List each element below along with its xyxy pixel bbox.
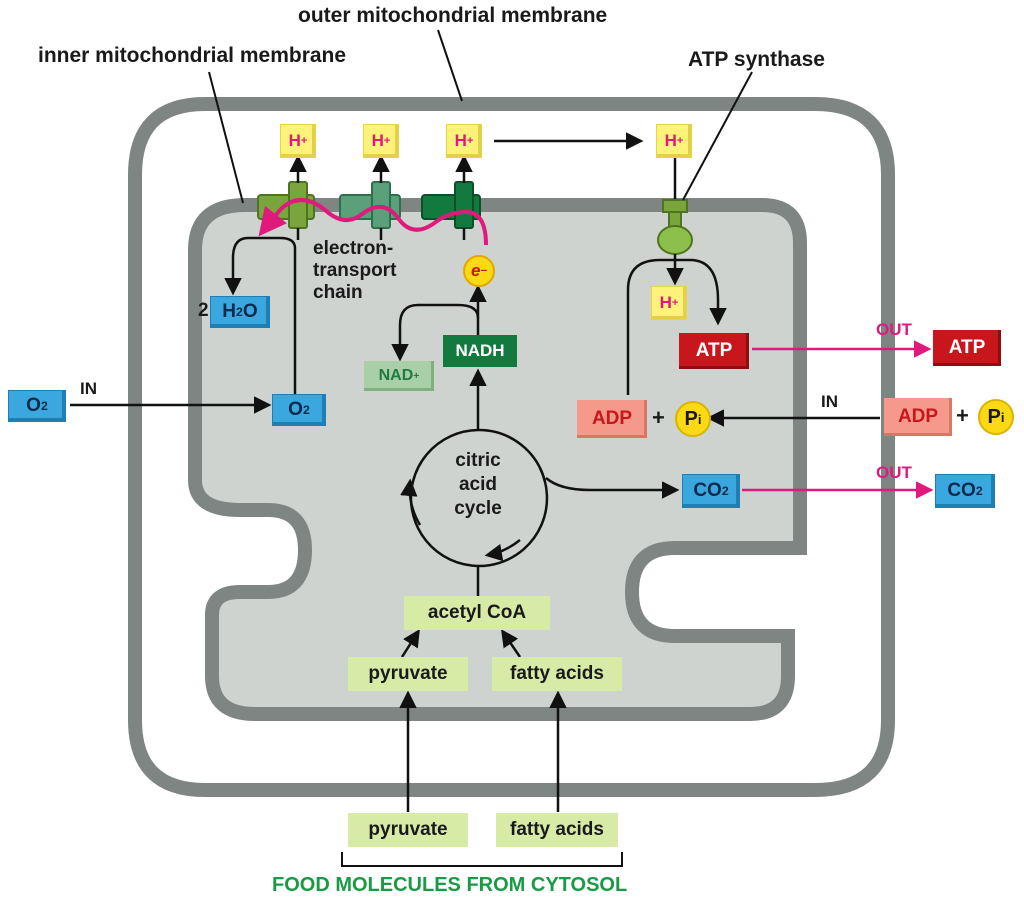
water-h: H bbox=[222, 301, 237, 322]
proton-charge: + bbox=[676, 135, 684, 147]
citric-acid-cycle-ring bbox=[409, 428, 549, 568]
inner-membrane-label: inner mitochondrial membrane bbox=[38, 44, 347, 67]
water-o: O bbox=[242, 301, 258, 322]
proton-charge: + bbox=[300, 135, 308, 147]
proton-charge: + bbox=[671, 297, 679, 309]
plus-sign: + bbox=[956, 403, 969, 428]
etc-label: electron- transport chain bbox=[313, 238, 396, 304]
proton-charge: + bbox=[466, 135, 474, 147]
cycle-label-line: cycle bbox=[454, 498, 502, 519]
matrix-shape bbox=[188, 198, 807, 721]
in-label: IN bbox=[80, 379, 97, 398]
phosphate-sub: i bbox=[1000, 409, 1005, 425]
etc-label-line: electron- bbox=[313, 238, 394, 259]
proton-box: H+ bbox=[656, 124, 692, 158]
proton-symbol: H bbox=[288, 131, 301, 150]
adp-box-matrix: ADP bbox=[577, 400, 647, 438]
adp-box-outside: ADP bbox=[884, 398, 952, 436]
phosphate-symbol: P bbox=[987, 405, 1001, 428]
oxygen-sub: 2 bbox=[302, 403, 310, 417]
in-label: IN bbox=[821, 392, 838, 411]
phosphate-sub: i bbox=[697, 411, 702, 427]
proton-symbol: H bbox=[659, 293, 672, 312]
outer-membrane-label: outer mitochondrial membrane bbox=[298, 4, 608, 27]
water-sub: 2 bbox=[236, 305, 243, 319]
plus-sign: + bbox=[652, 405, 665, 430]
nadh-box: NADH bbox=[443, 335, 517, 367]
food-molecules-label: FOOD MOLECULES FROM CYTOSOL bbox=[272, 874, 628, 896]
out-label: OUT bbox=[876, 320, 912, 339]
proton-box: H+ bbox=[280, 124, 316, 158]
acetyl-coa-box: acetyl CoA bbox=[404, 596, 550, 630]
nad-charge: + bbox=[413, 370, 420, 382]
atp-synthase-label: ATP synthase bbox=[688, 48, 825, 71]
cytosol-bracket bbox=[341, 852, 623, 867]
oxygen-symbol: O bbox=[26, 395, 41, 416]
co2-sub: 2 bbox=[721, 484, 729, 498]
proton-symbol: H bbox=[454, 131, 467, 150]
citric-acid-cycle-label: citric acid cycle bbox=[440, 449, 516, 521]
cycle-label-line: citric bbox=[455, 450, 501, 471]
co2-sub: 2 bbox=[975, 484, 983, 498]
oxygen-symbol: O bbox=[288, 399, 303, 420]
etc-label-line: chain bbox=[313, 282, 363, 303]
out-label: OUT bbox=[876, 463, 912, 482]
proton-symbol: H bbox=[664, 131, 677, 150]
pyruvate-box-matrix: pyruvate bbox=[348, 657, 468, 691]
proton-box: H+ bbox=[363, 124, 399, 158]
co2-symbol: CO bbox=[947, 480, 976, 501]
etc-label-line: transport bbox=[313, 260, 397, 281]
atp-box-matrix: ATP bbox=[679, 333, 749, 369]
proton-box: H+ bbox=[651, 286, 687, 320]
proton-box: H+ bbox=[446, 124, 482, 158]
oxygen-sub: 2 bbox=[40, 399, 48, 413]
electron-circle: e− bbox=[463, 255, 495, 287]
fatty-acids-box-matrix: fatty acids bbox=[492, 657, 622, 691]
nad-symbol: NAD bbox=[378, 367, 414, 384]
electron-symbol: e bbox=[471, 261, 481, 280]
water-coefficient: 2 bbox=[198, 300, 209, 321]
co2-symbol: CO bbox=[693, 480, 722, 501]
pyruvate-box-cytosol: pyruvate bbox=[348, 813, 468, 847]
cycle-label-line: acid bbox=[458, 474, 498, 495]
electron-path bbox=[258, 198, 488, 246]
proton-symbol: H bbox=[371, 131, 384, 150]
phosphate-symbol: P bbox=[684, 407, 698, 430]
nad-box: NAD+ bbox=[364, 361, 434, 391]
atp-synthase-shape bbox=[657, 199, 693, 255]
proton-charge: + bbox=[383, 135, 391, 147]
electron-charge: − bbox=[480, 265, 487, 277]
fatty-acids-box-cytosol: fatty acids bbox=[496, 813, 618, 847]
atp-box-outside: ATP bbox=[933, 330, 1001, 366]
